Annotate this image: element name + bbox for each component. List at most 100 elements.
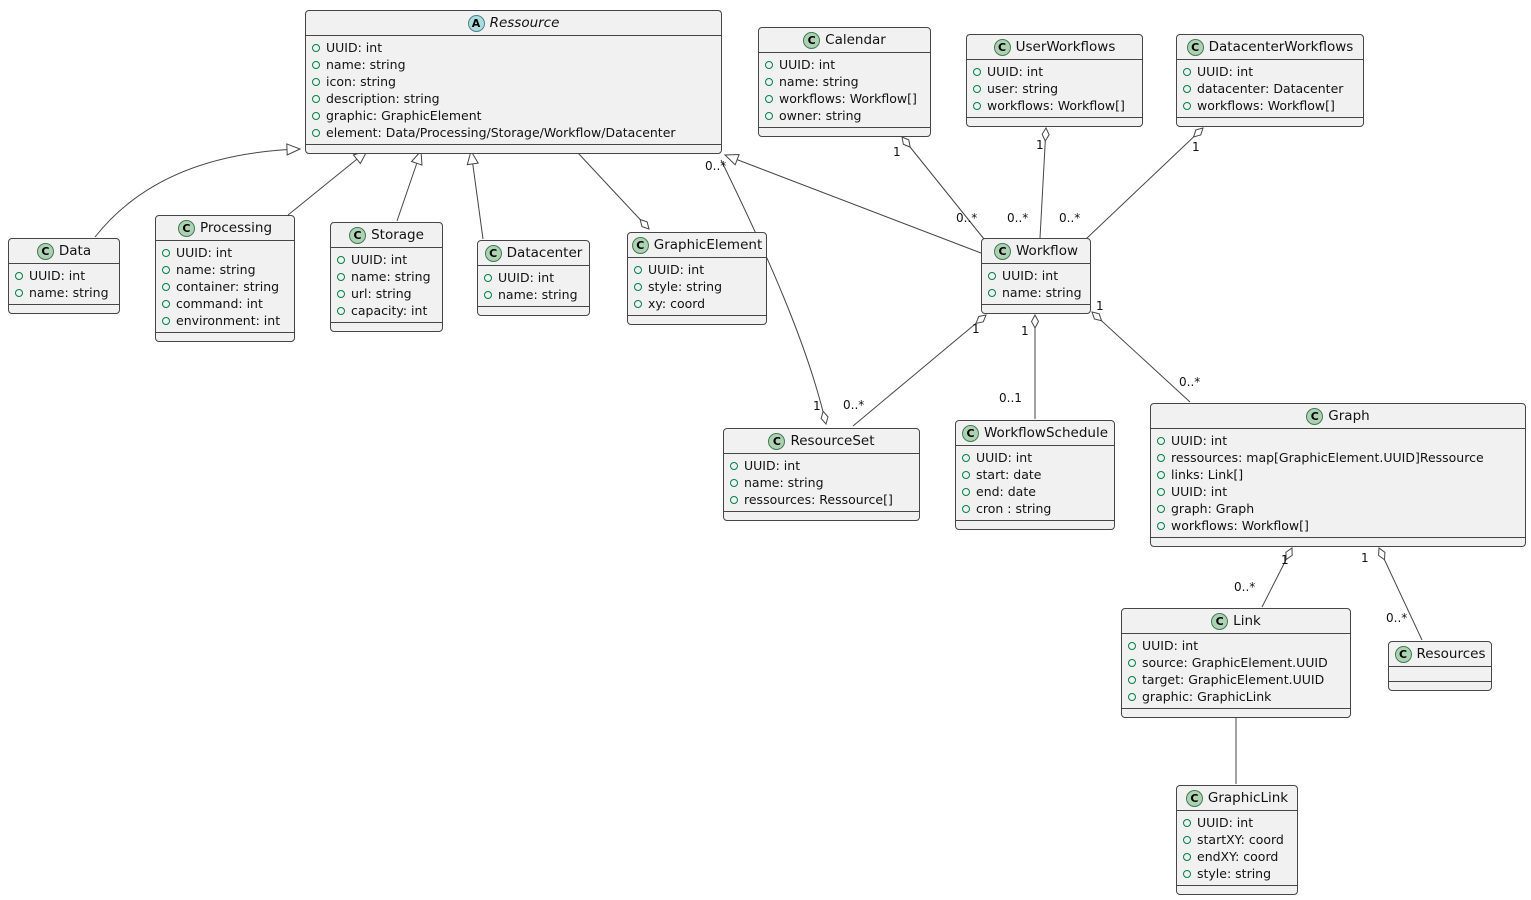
attribute: xy: coord xyxy=(634,295,760,312)
class-name: Ressource xyxy=(489,15,560,31)
multiplicity-label: 1 xyxy=(972,322,980,336)
attribute: graph: Graph xyxy=(1157,500,1519,517)
field-visibility-icon xyxy=(312,128,320,137)
multiplicity-label: 1 xyxy=(1361,551,1369,565)
field-visibility-icon xyxy=(337,289,345,298)
field-visibility-icon xyxy=(1183,852,1191,861)
attribute: UUID: int xyxy=(1183,814,1291,831)
attribute: cron : string xyxy=(962,500,1108,517)
class-name: Datacenter xyxy=(506,245,583,261)
class-name: Workflow xyxy=(1016,243,1078,259)
field-visibility-icon xyxy=(1183,101,1191,110)
class-title: C Resources xyxy=(1389,642,1491,667)
multiplicity-label: 0..* xyxy=(1179,375,1201,389)
methods-compartment xyxy=(9,304,119,313)
attribute: source: GraphicElement.UUID xyxy=(1128,654,1344,671)
field-visibility-icon xyxy=(337,255,345,264)
field-visibility-icon xyxy=(1128,641,1136,650)
edge-datacenterworkflows-aggregates-workflow xyxy=(1085,128,1203,240)
class-icon: C xyxy=(484,244,502,262)
class-name: GraphicLink xyxy=(1207,790,1289,806)
class-name: UserWorkflows xyxy=(1015,39,1116,55)
field-visibility-icon xyxy=(765,111,773,120)
field-visibility-icon xyxy=(15,288,23,297)
methods-compartment xyxy=(306,144,721,153)
attribute: UUID: int xyxy=(1157,483,1519,500)
class-name: Calendar xyxy=(825,32,886,48)
multiplicity-label: 0..* xyxy=(1007,211,1029,225)
field-visibility-icon xyxy=(973,84,981,93)
field-visibility-icon xyxy=(962,453,970,462)
field-visibility-icon xyxy=(1128,675,1136,684)
field-visibility-icon xyxy=(634,299,642,308)
field-visibility-icon xyxy=(1157,521,1165,530)
field-visibility-icon xyxy=(312,43,320,52)
attribute: name: string xyxy=(988,284,1084,301)
attribute: UUID: int xyxy=(15,267,113,284)
field-visibility-icon xyxy=(1157,470,1165,479)
multiplicity-label: 0..* xyxy=(1059,211,1081,225)
field-visibility-icon xyxy=(1183,818,1191,827)
field-visibility-icon xyxy=(484,290,492,299)
methods-compartment xyxy=(759,127,930,136)
edge-userworkflows-aggregates-workflow xyxy=(1039,128,1046,239)
edge-storage-extends-ressource xyxy=(396,151,421,222)
field-visibility-icon xyxy=(312,94,320,103)
class-icon: C xyxy=(349,226,367,244)
field-visibility-icon xyxy=(337,306,345,315)
abstract-class-icon: A xyxy=(467,14,485,32)
multiplicity-label: 1 xyxy=(1096,299,1104,313)
attribute: icon: string xyxy=(312,73,715,90)
multiplicity-label: 0..* xyxy=(1234,580,1256,594)
attribute: graphic: GraphicElement xyxy=(312,107,715,124)
field-visibility-icon xyxy=(973,101,981,110)
field-visibility-icon xyxy=(730,461,738,470)
attribute: command: int xyxy=(162,295,288,312)
multiplicity-label: 0..* xyxy=(956,211,978,225)
class-icon: C xyxy=(1306,407,1324,425)
class-title: A Ressource xyxy=(306,11,721,36)
class-title: C DatacenterWorkflows xyxy=(1177,35,1363,60)
attribute: UUID: int xyxy=(730,457,913,474)
attribute: UUID: int xyxy=(1183,63,1357,80)
field-visibility-icon xyxy=(730,478,738,487)
class-title: C Datacenter xyxy=(478,241,589,266)
field-visibility-icon xyxy=(162,299,170,308)
field-visibility-icon xyxy=(1157,504,1165,513)
attribute: workflows: Workflow[] xyxy=(1183,97,1357,114)
class-icon: C xyxy=(1394,645,1412,663)
class-name: GraphicElement xyxy=(653,237,763,253)
attribute: user: string xyxy=(973,80,1136,97)
class-name: Processing xyxy=(199,220,273,236)
attribute: end: date xyxy=(962,483,1108,500)
class-icon: C xyxy=(803,31,821,49)
edge-graph-aggregates-link xyxy=(1261,548,1292,608)
edge-datacenter-extends-ressource xyxy=(471,151,484,240)
class-title: C GraphicLink xyxy=(1177,786,1297,811)
attribute: workflows: Workflow[] xyxy=(1157,517,1519,534)
edge-workflow-aggregates-resourceset xyxy=(852,315,986,427)
edge-data-extends-ressource xyxy=(94,149,300,238)
attribute: graphic: GraphicLink xyxy=(1128,688,1344,705)
attribute: name: string xyxy=(337,268,436,285)
class-title: C GraphicElement xyxy=(628,233,766,258)
class-icon: C xyxy=(1186,38,1204,56)
attribute: UUID: int xyxy=(312,39,715,56)
attribute-list xyxy=(1389,667,1491,681)
class-name: Graph xyxy=(1328,408,1370,424)
